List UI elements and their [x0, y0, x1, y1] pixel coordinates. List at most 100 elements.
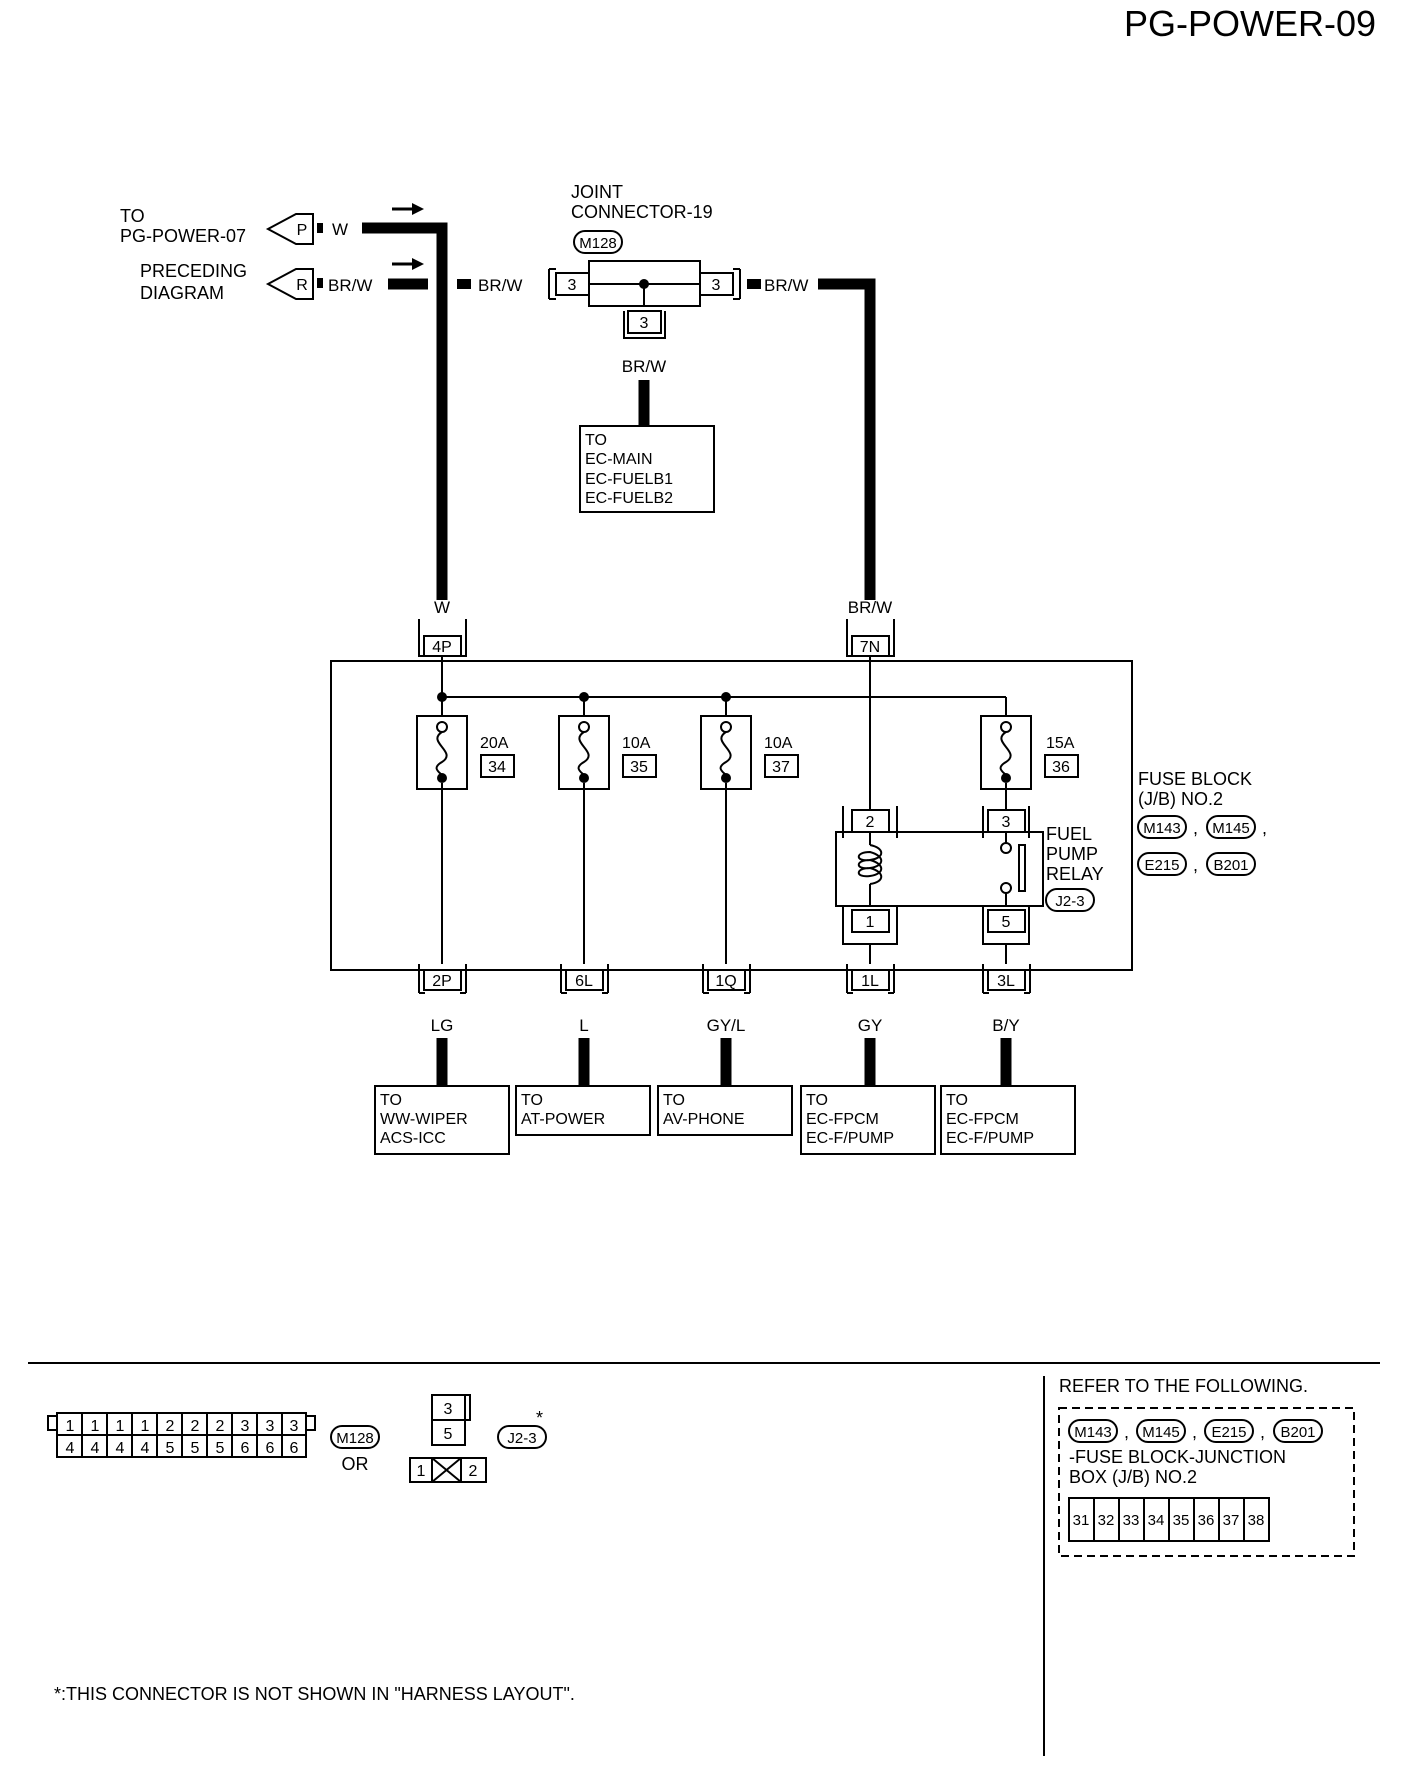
svg-text:35: 35 [630, 759, 648, 776]
wire-brw-right: BR/W [764, 276, 808, 295]
joint-pin-right: 3 [699, 268, 741, 300]
svg-text:1: 1 [91, 1418, 100, 1435]
j23-connector-face[interactable]: 3 5 1 2 [409, 1394, 487, 1483]
out-conn-1l[interactable]: 1L [846, 964, 895, 994]
m128-connector-face[interactable]: 1 1 1 1 2 2 2 3 3 3 4 4 4 4 5 5 5 6 6 6 [47, 1412, 316, 1458]
svg-text:2: 2 [216, 1418, 225, 1435]
wire-brw-prec: BR/W [328, 276, 372, 295]
fb-id-b201[interactable]: B201 [1206, 852, 1256, 876]
conn-7n[interactable]: 7N [846, 619, 895, 657]
comma-3: , [1193, 855, 1198, 875]
svg-text:P: P [297, 222, 308, 239]
svg-text:TO: TO [663, 1092, 685, 1109]
svg-text:33: 33 [1123, 1512, 1140, 1529]
out-conn-2p[interactable]: 2P [418, 964, 467, 994]
svg-text:EC-FPCM: EC-FPCM [806, 1111, 879, 1128]
svg-text:J2-3: J2-3 [507, 1430, 536, 1447]
svg-text:36: 36 [1052, 759, 1070, 776]
out-conn-3l[interactable]: 3L [982, 964, 1031, 994]
svg-text:10A: 10A [622, 735, 651, 752]
wire-w [362, 222, 448, 600]
svg-text:1Q: 1Q [715, 973, 736, 990]
asterisk-mark: * [536, 1408, 543, 1428]
in-wire-brw: BR/W [848, 598, 892, 617]
relay-label-2: PUMP [1046, 844, 1098, 864]
fuel-pump-relay[interactable]: 2 3 1 5 [835, 806, 1044, 945]
svg-text:6L: 6L [575, 973, 593, 990]
wire-lg: LG [431, 1016, 454, 1035]
refer-comma-2: , [1192, 1422, 1197, 1442]
svg-text:ACS-ICC: ACS-ICC [380, 1130, 446, 1147]
svg-text:4: 4 [91, 1440, 100, 1457]
to-label-2: PG-POWER-07 [120, 226, 246, 246]
joint-pin-left: 3 [548, 268, 590, 300]
conn-4p[interactable]: 4P [418, 619, 467, 657]
svg-text:38: 38 [1248, 1512, 1265, 1529]
svg-text:R: R [296, 277, 308, 294]
svg-text:AV-PHONE: AV-PHONE [663, 1111, 745, 1128]
svg-text:M145: M145 [1212, 820, 1250, 837]
joint-id-badge[interactable]: M128 [573, 230, 623, 254]
svg-text:B201: B201 [1213, 857, 1248, 874]
svg-text:EC-FUELB2: EC-FUELB2 [585, 490, 673, 507]
wire-by: B/Y [992, 1016, 1019, 1035]
offpage-arrow-r[interactable]: R [265, 268, 314, 300]
svg-text:M143: M143 [1074, 1424, 1112, 1441]
svg-text:EC-FPCM: EC-FPCM [946, 1111, 1019, 1128]
svg-text:3: 3 [640, 315, 649, 332]
svg-text:TO: TO [585, 432, 607, 449]
to-label-1: TO [120, 206, 145, 226]
svg-text:WW-WIPER: WW-WIPER [380, 1111, 468, 1128]
refer-dashed-box [1058, 1407, 1355, 1557]
svg-text:B201: B201 [1280, 1424, 1315, 1441]
svg-text:37: 37 [772, 759, 790, 776]
out-conn-6l[interactable]: 6L [560, 964, 609, 994]
comma-2: , [1262, 818, 1267, 838]
svg-text:M143: M143 [1143, 820, 1181, 837]
in-wire-w: W [434, 598, 450, 617]
svg-text:M128: M128 [336, 1430, 374, 1447]
svg-text:32: 32 [1098, 1512, 1115, 1529]
refer-id-b201[interactable]: B201 [1273, 1419, 1323, 1443]
refer-id-m145[interactable]: M145 [1136, 1419, 1186, 1443]
svg-text:M128: M128 [579, 235, 617, 252]
or-text: OR [342, 1454, 369, 1474]
out-conn-1q[interactable]: 1Q [702, 964, 751, 994]
refer-pin-strip[interactable]: 31 32 33 34 35 36 37 38 [1068, 1497, 1270, 1542]
fuse-35[interactable]: 10A 35 [558, 715, 657, 790]
fuse-37[interactable]: 10A 37 [700, 715, 799, 790]
fuse-34[interactable]: 20A 34 [416, 715, 515, 790]
refer-comma-3: , [1260, 1422, 1265, 1442]
relay-label-3: RELAY [1046, 864, 1104, 884]
fb-id-m143[interactable]: M143 [1137, 815, 1187, 839]
refer-id-e215[interactable]: E215 [1204, 1419, 1254, 1443]
fb-id-m145[interactable]: M145 [1206, 815, 1256, 839]
svg-text:3: 3 [266, 1418, 275, 1435]
refer-line-1: -FUSE BLOCK-JUNCTION [1069, 1447, 1286, 1467]
j23-legend-badge[interactable]: J2-3 [497, 1425, 547, 1449]
svg-text:5: 5 [216, 1440, 225, 1457]
svg-text:34: 34 [488, 759, 506, 776]
svg-text:EC-F/PUMP: EC-F/PUMP [946, 1130, 1034, 1147]
svg-text:EC-FUELB1: EC-FUELB1 [585, 471, 673, 488]
fuse-36[interactable]: 15A 36 [980, 715, 1079, 790]
relay-id-badge[interactable]: J2-3 [1045, 888, 1095, 912]
svg-text:1L: 1L [861, 973, 879, 990]
svg-text:5: 5 [444, 1426, 453, 1443]
joint-connector-19[interactable] [588, 260, 701, 307]
joint-dest-box: TO EC-MAIN EC-FUELB1 EC-FUELB2 [579, 425, 715, 513]
svg-text:EC-MAIN: EC-MAIN [585, 451, 653, 468]
refer-line-2: BOX (J/B) NO.2 [1069, 1467, 1197, 1487]
svg-text:5: 5 [166, 1440, 175, 1457]
wire-l: L [579, 1016, 588, 1035]
svg-text:TO: TO [946, 1092, 968, 1109]
svg-text:6: 6 [241, 1440, 250, 1457]
dest-box-5: TO EC-FPCM EC-F/PUMP [940, 1085, 1076, 1155]
m128-legend-badge[interactable]: M128 [330, 1425, 380, 1449]
wire-brw-bottom: BR/W [622, 357, 666, 376]
fb-id-e215[interactable]: E215 [1137, 852, 1187, 876]
offpage-arrow-p[interactable]: P [265, 213, 314, 245]
refer-id-m143[interactable]: M143 [1068, 1419, 1118, 1443]
wire-brw-right-run [818, 278, 876, 600]
